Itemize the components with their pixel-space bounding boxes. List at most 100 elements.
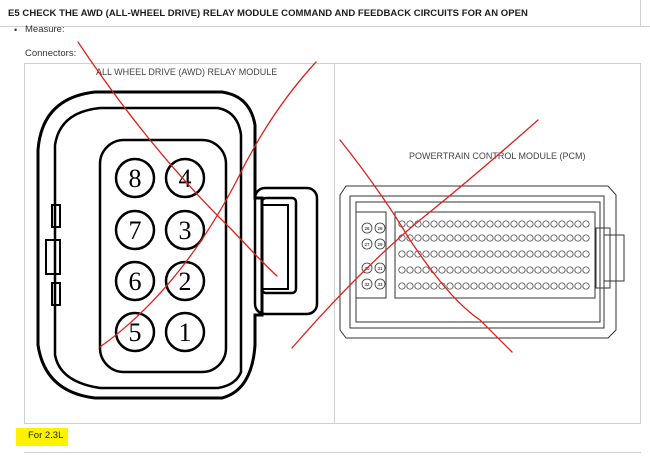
pcm-pin-hole: [574, 250, 582, 258]
pcm-pin-hole: [486, 282, 494, 290]
pcm-pin-hole: [550, 234, 558, 242]
pcm-pin-hole: [582, 282, 590, 290]
pcm-pin-hole: [526, 220, 534, 228]
pcm-pin-hole: [518, 266, 526, 274]
pcm-pin-hole: [534, 234, 542, 242]
pcm-pin-label: 26: [364, 226, 370, 231]
pcm-pin: [374, 238, 386, 250]
pcm-pin-hole: [462, 266, 470, 274]
pcm-pin-label: 28: [377, 226, 383, 231]
measure-label: Measure:: [25, 24, 65, 35]
pcm-pin-hole: [518, 234, 526, 242]
pcm-pin-hole: [510, 266, 518, 274]
pcm-pin-hole: [502, 234, 510, 242]
pin-6: [114, 260, 156, 302]
pcm-pin-hole: [542, 220, 550, 228]
pcm-pin-hole: [454, 282, 462, 290]
pcm-pin-hole: [510, 282, 518, 290]
pin-label: 4: [179, 164, 192, 193]
pcm-pin-hole: [574, 234, 582, 242]
pcm-pin-hole: [502, 250, 510, 258]
pcm-pin-hole: [422, 266, 430, 274]
pcm-pin-label: 31: [377, 266, 383, 271]
pcm-pin-hole: [414, 234, 422, 242]
pcm-pin-hole: [414, 266, 422, 274]
pcm-pin: [374, 262, 386, 274]
pcm-pin-hole: [470, 282, 478, 290]
pcm-pin-hole: [494, 250, 502, 258]
pcm-pin: [361, 278, 373, 290]
pcm-pin-hole: [502, 282, 510, 290]
pcm-pin-hole: [494, 282, 502, 290]
pcm-pin-label: 33: [377, 282, 383, 287]
pcm-pin-hole: [470, 220, 478, 228]
pcm-pin-hole: [558, 220, 566, 228]
awd-module-title: ALL WHEEL DRIVE (AWD) RELAY MODULE: [96, 67, 278, 77]
pcm-pin-hole: [438, 220, 446, 228]
pcm-pin-hole: [566, 234, 574, 242]
awd-latch-outer: [253, 186, 319, 316]
pcm-pin-hole: [502, 220, 510, 228]
pcm-pin-hole: [454, 250, 462, 258]
pcm-pin-hole: [558, 250, 566, 258]
pcm-pin-hole: [478, 250, 486, 258]
bullet: •: [14, 25, 18, 35]
pcm-pin-hole: [438, 250, 446, 258]
pcm-pin-hole: [470, 250, 478, 258]
pcm-pin-hole: [470, 266, 478, 274]
pcm-pin-hole: [566, 266, 574, 274]
pin-3: [164, 209, 206, 251]
pcm-pin-hole: [582, 266, 590, 274]
pcm-pin-label: 32: [364, 282, 370, 287]
pcm-pin-hole: [446, 266, 454, 274]
pcm-pin-hole: [422, 220, 430, 228]
pcm-pin-hole: [478, 282, 486, 290]
pcm-pin-hole: [542, 266, 550, 274]
awd-side-slot: [45, 239, 61, 275]
pcm-pin-hole: [550, 220, 558, 228]
pcm-pin-hole: [526, 266, 534, 274]
pcm-pin: [374, 278, 386, 290]
pcm-pin-hole: [526, 250, 534, 258]
pcm-pin-hole: [478, 266, 486, 274]
pin-4: [164, 157, 206, 199]
pcm-pin-hole: [550, 250, 558, 258]
pcm-pin-hole: [454, 220, 462, 228]
pcm-pin-hole: [414, 282, 422, 290]
pcm-pin-hole: [398, 282, 406, 290]
pcm-pin-hole: [542, 234, 550, 242]
pcm-pin-hole: [526, 282, 534, 290]
pcm-pin-hole: [462, 234, 470, 242]
pcm-pin-hole: [534, 282, 542, 290]
pcm-pin-hole: [574, 282, 582, 290]
pin-label: 2: [179, 267, 192, 296]
pcm-pin-hole: [438, 266, 446, 274]
pcm-pin-hole: [406, 234, 414, 242]
annotation-strokes: [77, 41, 539, 353]
header-border: [640, 0, 641, 26]
pcm-pin-hole: [510, 250, 518, 258]
pcm-pin-hole: [542, 282, 550, 290]
pin-1: [164, 311, 206, 353]
pcm-pin: [361, 222, 373, 234]
diagram-panel: [24, 63, 641, 424]
awd-side-slot: [51, 282, 61, 306]
panel-divider: [334, 63, 335, 424]
awd-connector-outer: [36, 90, 264, 400]
pcm-pin-hole: [494, 234, 502, 242]
pcm-pin-hole: [430, 282, 438, 290]
pcm-pin-hole: [430, 220, 438, 228]
pcm-pin-hole: [486, 234, 494, 242]
pcm-pin-hole: [566, 250, 574, 258]
pcm-pin-hole: [550, 266, 558, 274]
pcm-pin-hole: [534, 250, 542, 258]
pin-label: 8: [129, 164, 142, 193]
pcm-pin-hole: [462, 220, 470, 228]
pcm-pin-hole: [422, 250, 430, 258]
pcm-pin-hole: [406, 220, 414, 228]
pcm-pin-hole: [518, 250, 526, 258]
connectors-label: Connectors:: [25, 48, 77, 59]
awd-latch-tab: [261, 204, 289, 290]
pcm-pin-hole: [582, 234, 590, 242]
pcm-pin-hole: [462, 250, 470, 258]
